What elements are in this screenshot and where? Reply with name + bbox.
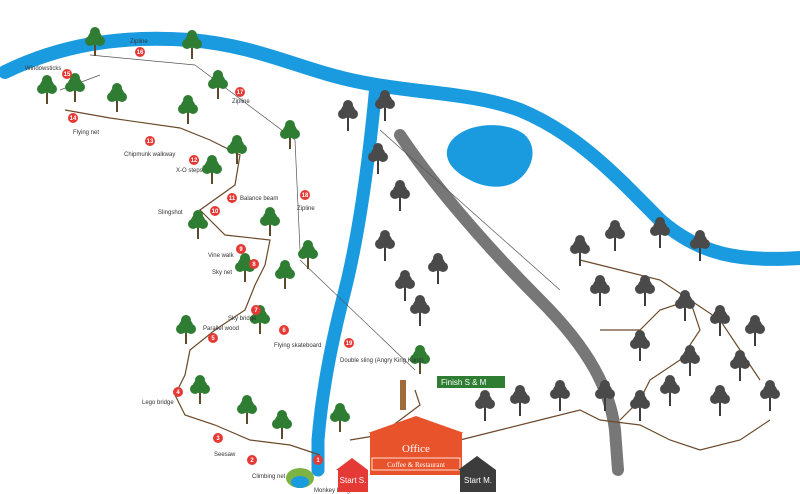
start-s-sign[interactable]: Start S. <box>336 458 368 492</box>
svg-text:Zipline: Zipline <box>232 99 250 105</box>
gray-trail <box>394 129 624 476</box>
station-11[interactable]: 11 Balance beam <box>227 193 278 203</box>
station-2[interactable]: 2 Climbing net <box>247 455 286 480</box>
svg-text:Parallel wood: Parallel wood <box>203 326 239 332</box>
station-4[interactable]: 4 Lego bridge <box>142 387 183 406</box>
svg-text:3: 3 <box>216 436 220 442</box>
svg-text:Zipline: Zipline <box>297 206 315 212</box>
svg-text:11: 11 <box>229 196 236 202</box>
svg-text:18: 18 <box>302 193 309 199</box>
svg-text:6: 6 <box>282 328 286 334</box>
svg-text:Slingshot: Slingshot <box>158 210 183 216</box>
svg-text:2: 2 <box>250 458 254 464</box>
zipline-lines <box>59 54 561 371</box>
svg-text:10: 10 <box>212 209 219 215</box>
pond <box>446 125 533 187</box>
svg-text:8: 8 <box>252 262 256 268</box>
station-14[interactable]: 14 Flying net <box>68 113 99 136</box>
finish-sign[interactable]: Finish S & M <box>400 376 505 410</box>
svg-text:Start M.: Start M. <box>464 476 492 485</box>
svg-text:17: 17 <box>237 90 244 96</box>
svg-text:Start S.: Start S. <box>340 476 367 485</box>
office-title: Office <box>402 443 430 455</box>
office-building[interactable]: Office Coffee & Restaurant <box>368 416 464 475</box>
svg-text:19: 19 <box>346 341 353 347</box>
station-19[interactable]: 19 Double sling (Angry King Kong) <box>340 338 424 364</box>
station-13[interactable]: 13 Chipmunk walkway <box>124 136 175 158</box>
svg-text:16: 16 <box>137 50 144 56</box>
svg-text:Balance beam: Balance beam <box>240 196 278 202</box>
station-15[interactable]: 15 Windowsticks <box>25 66 72 79</box>
station-6[interactable]: 6 Flying skateboard <box>274 325 321 349</box>
svg-text:Vine walk: Vine walk <box>208 253 235 259</box>
station-10[interactable]: 10 Slingshot <box>158 206 220 216</box>
river <box>0 31 800 267</box>
svg-text:Double sling (Angry King Kong): Double sling (Angry King Kong) <box>340 358 424 364</box>
svg-text:Sky bridge: Sky bridge <box>228 316 257 322</box>
svg-text:5: 5 <box>211 336 215 342</box>
svg-text:Finish S & M: Finish S & M <box>441 378 487 387</box>
start-m-sign[interactable]: Start M. <box>458 456 496 492</box>
svg-text:Seesaw: Seesaw <box>214 452 236 458</box>
station-3[interactable]: 3 Seesaw <box>213 433 236 458</box>
svg-text:Flying skateboard: Flying skateboard <box>274 343 321 349</box>
svg-text:12: 12 <box>191 158 198 164</box>
svg-text:Zipline: Zipline <box>130 39 148 45</box>
svg-text:Windowsticks: Windowsticks <box>25 66 61 72</box>
svg-text:7: 7 <box>254 308 258 314</box>
svg-text:9: 9 <box>239 247 243 253</box>
svg-text:1: 1 <box>316 458 320 464</box>
station-16[interactable]: 16 Zipline <box>130 39 148 57</box>
svg-text:4: 4 <box>176 390 180 396</box>
station-5[interactable]: 5 Parallel wood <box>203 326 239 343</box>
station-1[interactable]: 1 Monkey bridge <box>313 455 354 494</box>
station-8[interactable]: 8 Sky net <box>212 259 259 276</box>
station-12[interactable]: 12 X-O steps <box>176 155 203 174</box>
station-18[interactable]: 18 Zipline <box>297 190 315 212</box>
svg-text:Monkey bridge: Monkey bridge <box>314 488 354 494</box>
station-17[interactable]: 17 Zipline <box>232 87 250 105</box>
river-branch <box>311 78 383 477</box>
svg-text:13: 13 <box>147 139 154 145</box>
waterfall <box>286 468 314 488</box>
svg-text:14: 14 <box>70 116 77 122</box>
svg-text:Chipmunk walkway: Chipmunk walkway <box>124 152 175 158</box>
svg-text:Sky net: Sky net <box>212 270 232 276</box>
svg-text:X-O steps: X-O steps <box>176 168 203 174</box>
svg-text:15: 15 <box>64 72 71 78</box>
svg-text:Lego bridge: Lego bridge <box>142 400 174 406</box>
svg-text:Climbing net: Climbing net <box>252 474 286 480</box>
svg-text:Flying net: Flying net <box>73 130 99 136</box>
station-9[interactable]: 9 Vine walk <box>208 244 246 259</box>
station-7[interactable]: 7 Sky bridge <box>228 305 261 322</box>
office-subtitle: Coffee & Restaurant <box>387 461 445 469</box>
